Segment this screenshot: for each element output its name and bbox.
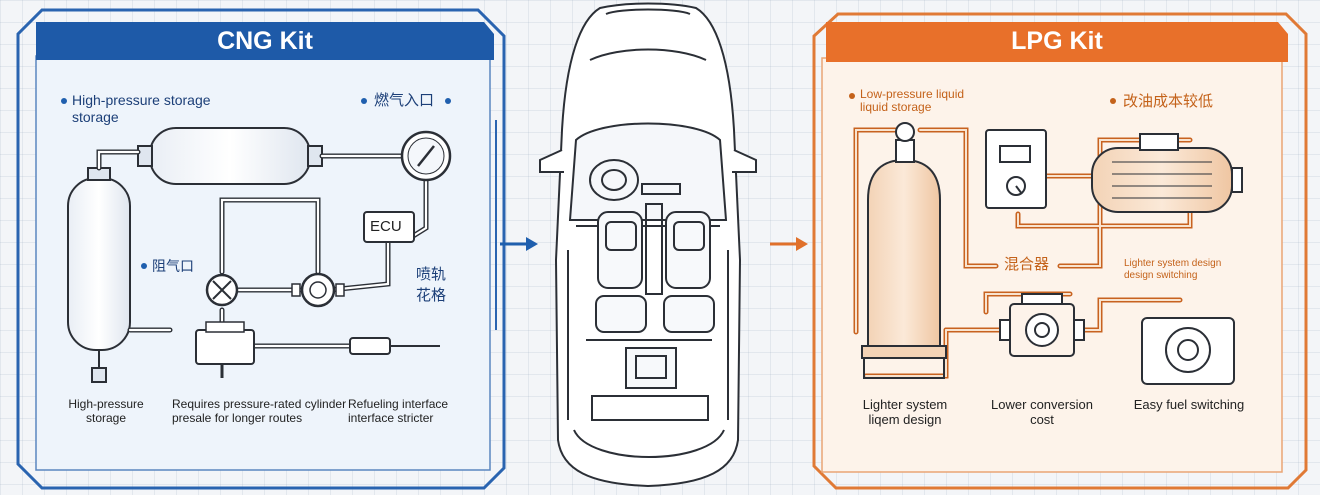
lpg-storage-label: Low-pressure liquid	[860, 87, 965, 101]
cng-feature-2-line1: Requires pressure-rated cylinder	[172, 397, 347, 411]
arrow-right-orange-icon	[770, 237, 808, 251]
cng-feature-1: High-pressure storage	[58, 397, 154, 426]
lpg-cost-label: 改油成本较低	[1123, 93, 1214, 110]
lpg-feature-1-line1: Lighter system	[862, 397, 948, 412]
cng-feature-2-line2: presale for longer routes	[172, 410, 303, 425]
lpg-design-label-line2: design switching	[1124, 270, 1198, 281]
lpg-storage-label-line2: liquid storage	[860, 100, 932, 114]
lpg-feature-3: Easy fuel switching	[1124, 397, 1254, 413]
lpg-vaporizer	[1091, 133, 1243, 213]
lpg-feature-2-line2: cost	[1030, 411, 1054, 427]
fuel-rail-block	[195, 321, 255, 378]
cng-vertical-tank	[67, 167, 131, 383]
cng-vent-label: 阻气口	[152, 258, 194, 274]
ecu-box	[363, 211, 415, 243]
lpg-feature-2-line1: Lower conversion	[991, 397, 1093, 412]
injector-nozzle-icon	[349, 337, 440, 355]
lpg-dots	[849, 93, 1116, 104]
lpg-control-box	[985, 129, 1047, 209]
cng-horizontal-tank	[137, 127, 323, 185]
lpg-cylinder-tank	[861, 122, 947, 379]
cng-storage-label: High-pressure storage	[72, 92, 211, 108]
cng-feature-2: Requires pressure-rated cylinder presale…	[172, 397, 350, 426]
lpg-feature-2: Lower conversion cost	[980, 397, 1104, 428]
lpg-design-label: Lighter system design	[1124, 258, 1222, 269]
cng-feature-3-line2: interface stricter	[348, 410, 434, 425]
ecu-label: ECU	[370, 218, 402, 235]
lpg-mixer-unit	[999, 293, 1085, 357]
shutoff-valve-icon	[205, 273, 239, 307]
lpg-mixer-label: 混合器	[1004, 256, 1050, 273]
cng-feature-3-line1: Refueling interface	[348, 397, 449, 411]
cng-injector-label-line2: 花格	[416, 287, 447, 304]
cng-pipes-inner	[97, 150, 428, 348]
cng-panel-title: CNG Kit	[217, 27, 313, 55]
pressure-gauge-icon	[400, 130, 452, 182]
cng-storage-label-line2: storage	[72, 109, 119, 125]
lpg-feature-1: Lighter system liqem design	[846, 397, 964, 428]
car-top-view	[539, 2, 757, 488]
cng-feature-1-line1: High-pressure	[68, 397, 144, 411]
arrow-right-icon	[500, 237, 538, 251]
cng-feature-3: Refueling interface interface stricter	[348, 397, 472, 426]
lpg-feature-3-line1: Easy fuel switching	[1133, 397, 1245, 412]
cng-dots	[61, 98, 451, 269]
lpg-feature-1-line2: liqem design	[868, 411, 942, 427]
regulator-icon	[291, 272, 345, 308]
lpg-switch-unit	[1141, 317, 1235, 385]
lpg-panel-title: LPG Kit	[1011, 27, 1103, 55]
cng-injector-label: 喷轨	[416, 266, 447, 283]
cng-gas-inlet-label: 燃气入口	[374, 92, 435, 109]
cng-feature-1-line2: storage	[85, 410, 127, 425]
